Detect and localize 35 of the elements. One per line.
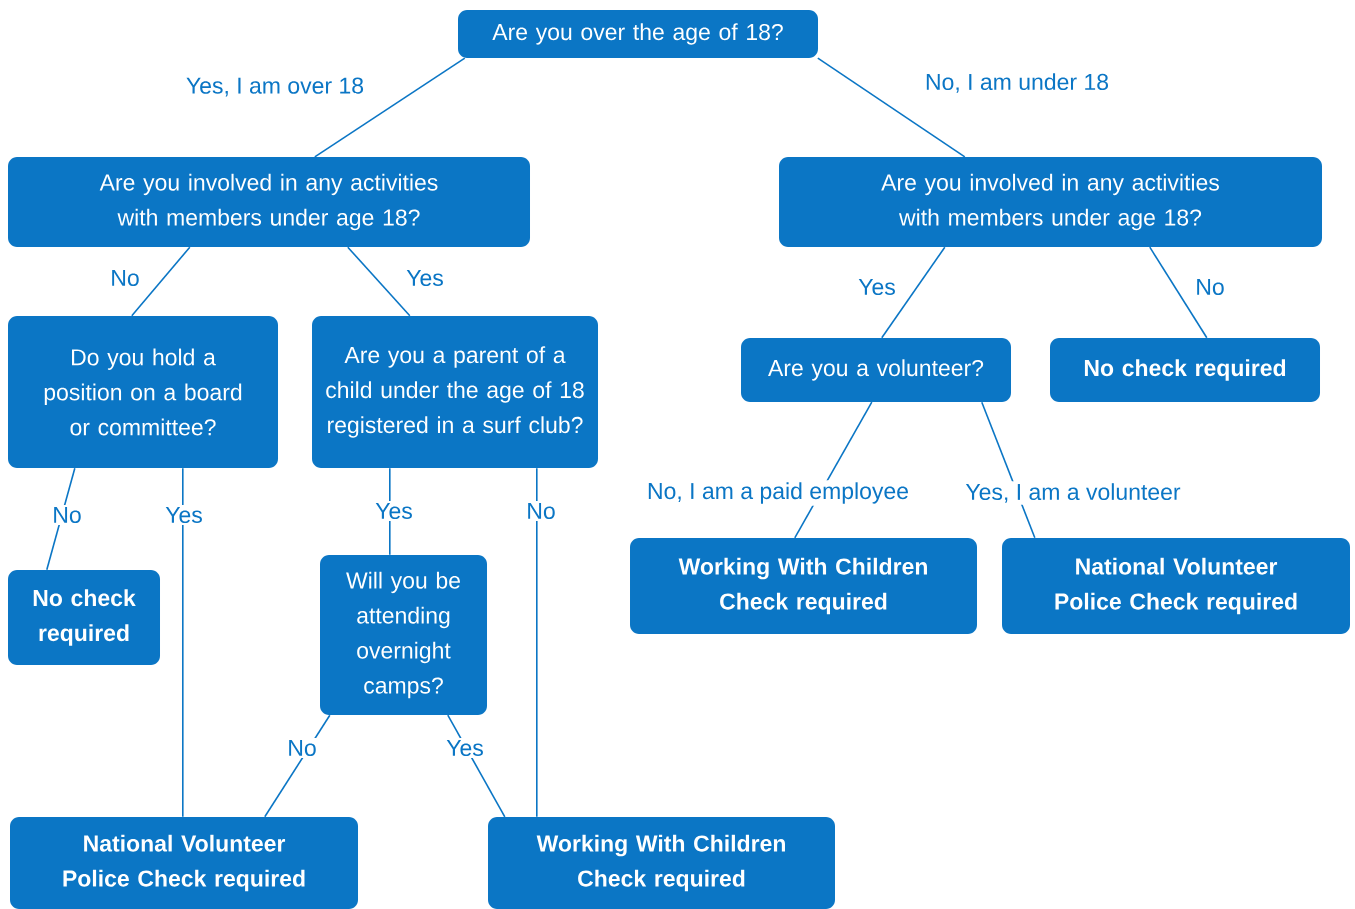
question-box: Are you involved in any activities with members under age 18? (8, 157, 530, 247)
connector-line (131, 246, 191, 317)
connector-line (347, 246, 411, 317)
connector-line (182, 467, 184, 818)
question-box: Do you hold a position on a board or committee? (8, 316, 278, 468)
result-box: Working With Children Check required (630, 538, 977, 634)
result-box: No check required (1050, 338, 1320, 402)
connector-line (881, 246, 946, 339)
result-box: National Volunteer Police Check required (1002, 538, 1350, 634)
question-box: Will you be attending overnight camps? (320, 555, 487, 715)
connector-line (1149, 246, 1208, 339)
edge-label: No (285, 737, 319, 758)
edge-label: Yes (856, 276, 898, 297)
connector-line (314, 57, 466, 158)
edge-label: No, I am a paid employee (644, 480, 912, 506)
edge-label: No (524, 500, 558, 521)
question-box: Are you a volunteer? (741, 338, 1011, 402)
edge-label: Yes (163, 504, 205, 525)
edge-label: No (50, 504, 84, 525)
edge-label: No (1193, 276, 1227, 297)
question-box: Are you involved in any activities with members under age 18? (779, 157, 1322, 247)
question-box: Are you over the age of 18? (458, 10, 818, 58)
connector-line (817, 57, 966, 158)
edge-label: Yes (373, 500, 415, 521)
connector-line (536, 467, 538, 818)
edge-label: Yes, I am over 18 (183, 75, 367, 99)
edge-label: Yes (404, 267, 446, 288)
result-box: National Volunteer Police Check required (10, 817, 358, 909)
edge-label: Yes (444, 737, 486, 758)
result-box: Working With Children Check required (488, 817, 835, 909)
edge-label: No, I am under 18 (922, 71, 1112, 95)
question-box: Are you a parent of a child under the age of 18 registered in a surf club? (312, 316, 598, 468)
result-box: No check required (8, 570, 160, 665)
edge-label: No (108, 267, 142, 288)
edge-label: Yes, I am a volunteer (963, 481, 1183, 505)
